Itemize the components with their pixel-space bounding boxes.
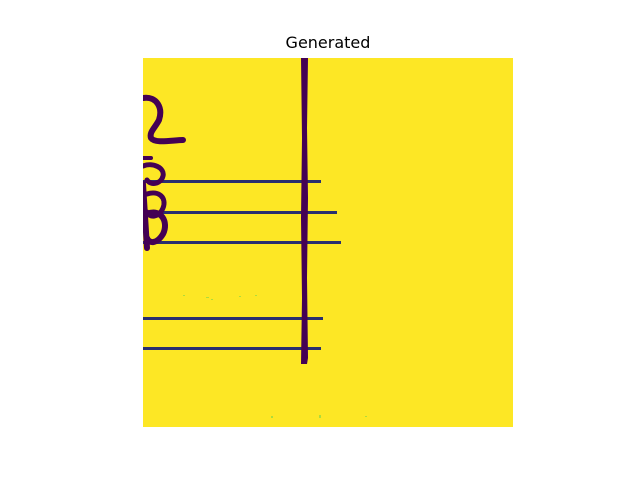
generated-image [143, 58, 513, 427]
staff-line [143, 317, 323, 320]
staff-line [143, 347, 321, 350]
clef-glyph [143, 94, 186, 251]
staff-lines-lower [143, 317, 323, 350]
noise-speckles [183, 295, 367, 418]
staff-line [143, 180, 321, 183]
figure-title: Generated [285, 33, 371, 52]
generated-image-canvas [143, 58, 513, 427]
staff-lines-upper [143, 180, 341, 244]
staff-line [143, 211, 337, 214]
staff-line [143, 241, 341, 244]
bar-line [301, 58, 308, 364]
